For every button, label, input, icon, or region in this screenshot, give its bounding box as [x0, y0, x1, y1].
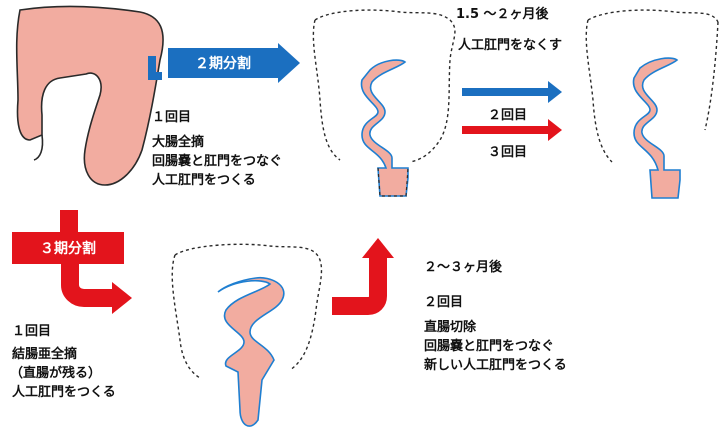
two-stage-step1-line: 大腸全摘: [152, 135, 205, 150]
two-stage-label: ２期分割: [195, 56, 251, 72]
three-stage-step1-title: １回目: [12, 324, 52, 339]
three-stage-step1-line: 結腸亜全摘: [12, 347, 78, 362]
three-stage-step2-line: 回腸嚢と肛門をつなぐ: [424, 339, 555, 354]
full-colon-illustration: [15, 5, 164, 186]
three-stage-band: [12, 232, 124, 264]
after-subtotal-colectomy-illustration: [171, 243, 323, 427]
up-arrowhead: [362, 238, 394, 258]
two-stage-step1-line: 回腸嚢と肛門をつなぐ: [152, 154, 283, 169]
two-stage-step2-label: ２回目: [488, 108, 528, 123]
two-stage-step1-line: 人工肛門をつくる: [152, 173, 256, 188]
third-op-arrow: [548, 119, 562, 141]
three-stage-arrowhead: [112, 282, 132, 314]
second-op-arrow: [548, 81, 562, 103]
three-stage-step2-line: 直腸切除: [424, 320, 477, 335]
two-stage-step2-desc: 人工肛門をなくす: [458, 38, 563, 53]
three-stage-interval: ２〜３ヶ月後: [424, 260, 503, 275]
three-stage-step2-line: 新しい人工肛門をつくる: [424, 358, 567, 373]
two-stage-band: [168, 48, 278, 78]
three-stage-label: ３期分割: [40, 241, 96, 257]
two-stage-step1-title: １回目: [152, 110, 192, 125]
after-stoma-closure-illustration: [585, 9, 719, 199]
three-stage-step2-title: ２回目: [424, 295, 464, 310]
two-stage-arrowhead: [278, 43, 300, 83]
three-stage-step1-line: 人工肛門をつくる: [12, 385, 116, 400]
two-stage-step3-label: ３回目: [488, 145, 528, 160]
after-total-colectomy-illustration: [312, 9, 456, 197]
two-stage-interval: 1.5 〜２ヶ月後: [456, 7, 549, 22]
three-stage-step1-line: （直腸が残る）: [10, 366, 102, 381]
